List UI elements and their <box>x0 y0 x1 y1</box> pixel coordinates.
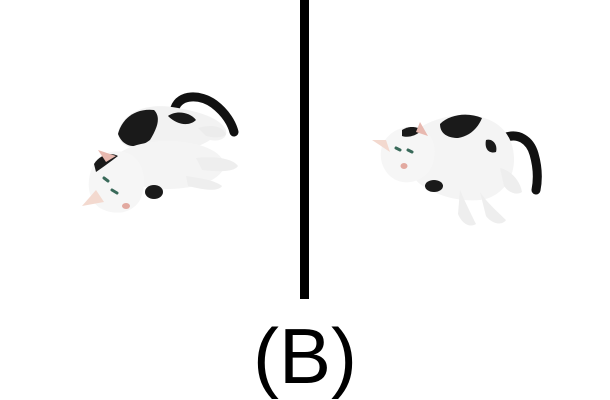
left-cat-chest-spot <box>145 185 163 199</box>
right-cat-hind-leg <box>500 168 522 194</box>
left-cat-image <box>82 92 239 213</box>
left-cat-front-leg-2 <box>186 176 222 190</box>
right-cat-front-leg-1 <box>458 190 476 226</box>
left-cat-eye-1 <box>102 176 110 183</box>
right-cat-tail <box>499 131 542 195</box>
right-cat-ear-2 <box>416 122 428 136</box>
right-cat-eye-1 <box>394 146 402 152</box>
right-cat-panel <box>310 0 610 300</box>
right-cat-head <box>380 126 435 183</box>
right-cat-image <box>372 114 542 226</box>
left-cat-ear-2 <box>98 150 116 162</box>
right-cat-head-patch <box>402 127 422 137</box>
left-cat-tail <box>170 92 239 137</box>
right-cat-front-leg-2 <box>480 192 506 224</box>
left-cat-eye-2 <box>110 188 119 195</box>
right-cat-body <box>404 115 514 201</box>
left-cat-panel <box>0 0 300 300</box>
left-cat-dark-patch <box>118 109 158 147</box>
panel-divider <box>300 0 309 299</box>
right-cat-dark-patch <box>440 114 482 138</box>
right-cat-eye-2 <box>406 148 414 154</box>
right-cat-chest-spot <box>425 180 443 192</box>
left-cat-hind-leg <box>198 126 226 138</box>
right-cat-nose <box>400 163 408 169</box>
figure-caption: (B) <box>253 312 357 400</box>
right-cat-ear-1 <box>372 140 390 152</box>
left-cat-head-patch <box>94 154 118 172</box>
left-cat-ear-1 <box>82 190 104 206</box>
left-cat-back-spot <box>168 112 196 125</box>
right-cat-side-spot <box>485 139 497 153</box>
left-cat-nose <box>122 203 130 209</box>
left-cat-front-leg-1 <box>196 157 238 172</box>
